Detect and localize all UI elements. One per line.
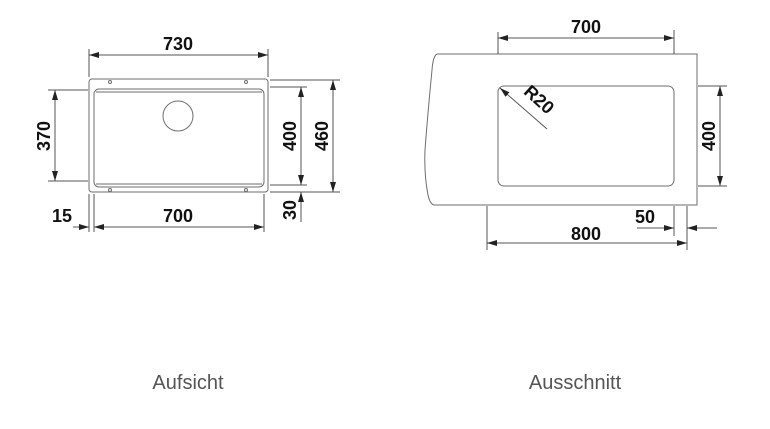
dim-label-460: 460	[312, 121, 332, 151]
mounting-screws	[108, 80, 248, 192]
dim-label-15: 15	[52, 206, 72, 226]
countertop-slab	[424, 53, 698, 206]
drain-hole	[162, 100, 194, 132]
dim-label-370: 370	[34, 121, 54, 151]
caption-ausschnitt: Ausschnitt	[528, 372, 622, 394]
sink-outer-rim	[88, 78, 269, 193]
dim-label-r20: R20	[520, 81, 558, 118]
radius-leader	[499, 87, 548, 130]
dim-label-800: 800	[571, 224, 601, 244]
dim-label-50: 50	[635, 207, 655, 227]
top-view-drawing: 730 370 400 460 30 15 700	[34, 34, 340, 232]
dim-label-400: 400	[280, 121, 300, 151]
caption-aufsicht: Aufsicht	[152, 372, 224, 394]
dim-label-cutout-400: 400	[699, 121, 719, 151]
dim-label-700: 700	[163, 206, 193, 226]
dim-label-730: 730	[163, 34, 193, 54]
dim-label-30: 30	[280, 200, 300, 220]
cutout-view-drawing: 700 R20 400 800 50	[424, 17, 727, 250]
cutout-rect	[497, 85, 675, 187]
dim-label-cutout-700: 700	[571, 17, 601, 37]
sink-bowl	[93, 88, 265, 188]
